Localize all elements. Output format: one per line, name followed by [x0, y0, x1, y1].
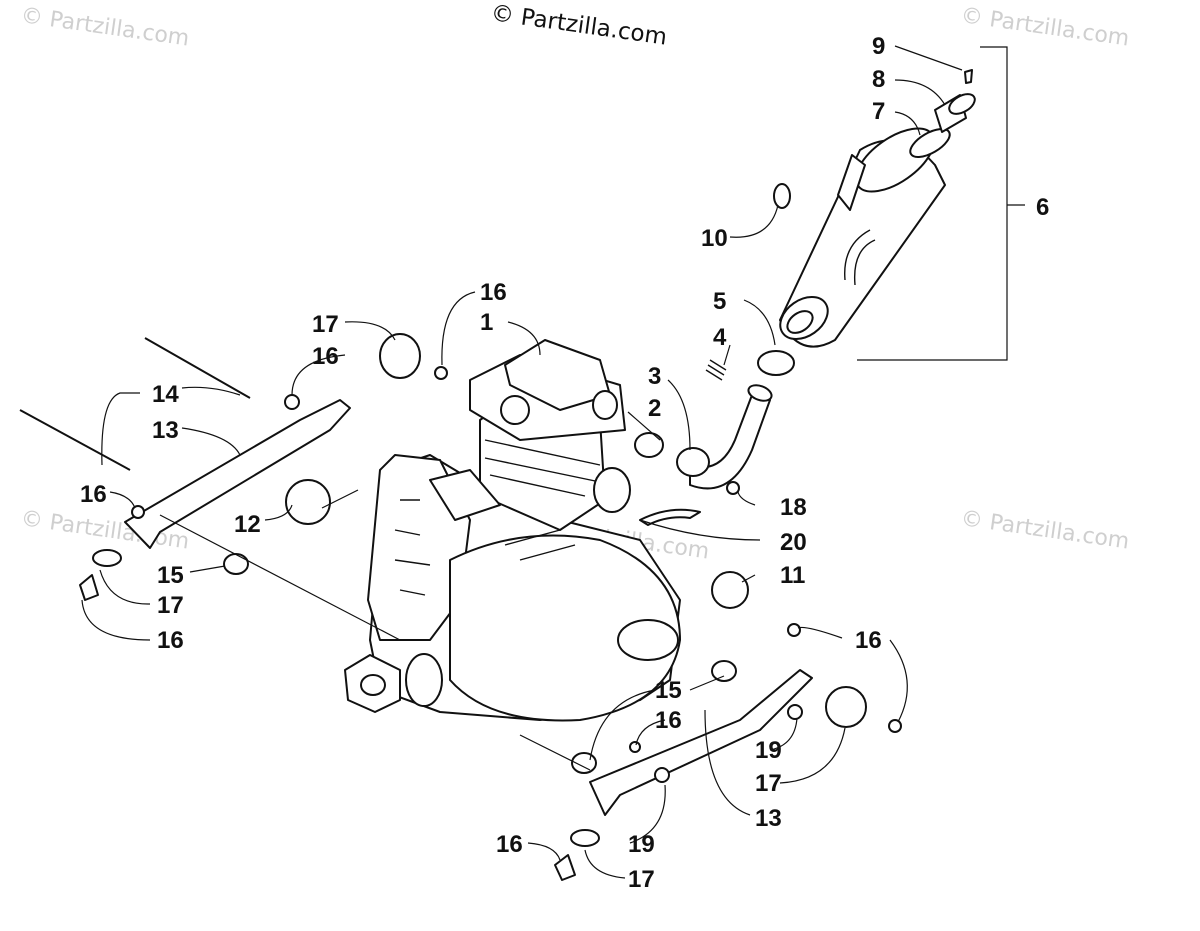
callout-13-right: 13: [755, 805, 782, 832]
nut-16-right: [888, 719, 902, 733]
watermark: © Partzilla.com: [959, 506, 1131, 554]
heat-shield-20: [639, 508, 701, 526]
nut-16-left: [284, 394, 300, 410]
callout-16-right: 16: [855, 627, 882, 654]
nut-16-lower: [131, 505, 145, 519]
callout-20: 20: [780, 529, 807, 556]
leader-lines: [81, 45, 963, 879]
washer-17-top: [379, 333, 421, 379]
callout-16-upper-left: 16: [312, 343, 339, 370]
engine-assembly: [344, 339, 681, 722]
grommet-10: [773, 183, 791, 209]
axis-line-right: [519, 734, 591, 771]
bolt-14a: [144, 337, 251, 399]
spring-4: [705, 359, 727, 381]
group-6-bracket: [857, 46, 1025, 361]
callout-17-right: 17: [755, 770, 782, 797]
callout-5: 5: [713, 288, 726, 315]
callout-14: 14: [152, 381, 179, 408]
seal-11: [711, 571, 749, 609]
copyright-text: © Partzilla.com: [489, 0, 668, 50]
callout-3: 3: [648, 363, 661, 390]
callout-16-mid: 16: [655, 707, 682, 734]
washer-17-right: [825, 686, 867, 728]
mount-17-lower: [570, 829, 600, 847]
callout-12: 12: [234, 511, 261, 538]
callout-19-lower: 19: [628, 831, 655, 858]
exhaust-seal-5: [757, 350, 795, 376]
callout-8: 8: [872, 66, 885, 93]
callout-16-bottom: 16: [496, 831, 523, 858]
bolt-16-lower: [554, 854, 576, 881]
bracket-13-left: [124, 399, 351, 549]
exhaust-pipe: [676, 384, 773, 490]
gasket-2: [634, 432, 664, 458]
callout-13-left: 13: [152, 417, 179, 444]
bracket-13-right: [589, 669, 813, 816]
watermark: © Partzilla.com: [959, 3, 1131, 51]
nut-16-mid: [629, 741, 641, 753]
callout-2: 2: [648, 395, 661, 422]
mount-17-left: [92, 549, 122, 567]
callout-9: 9: [872, 33, 885, 60]
spacer-15-right: [711, 660, 737, 682]
spacer-15-left: [223, 553, 249, 575]
callout-10: 10: [701, 225, 728, 252]
callout-17-top: 17: [312, 311, 339, 338]
callout-16-top: 16: [480, 279, 507, 306]
callout-layer: 1 2 3 4 5 6 7 8 9 10 11 12 13 13 14 15 1…: [80, 33, 1049, 893]
callout-16-lower-left: 16: [157, 627, 184, 654]
bolt-16-left: [79, 574, 99, 601]
callout-4: 4: [713, 324, 727, 351]
callout-17-bottom: 17: [628, 866, 655, 893]
seal-12: [285, 479, 331, 525]
callout-18: 18: [780, 494, 807, 521]
nut-16-right-top: [787, 623, 801, 637]
spark-arrestor: [909, 69, 976, 158]
callout-7: 7: [872, 98, 885, 125]
callout-19-right: 19: [755, 737, 782, 764]
axis-line-left: [159, 514, 401, 641]
bolt-14b: [19, 409, 131, 471]
callout-15-right: 15: [655, 677, 682, 704]
callout-17-left: 17: [157, 592, 184, 619]
bolt-18: [726, 481, 740, 495]
callout-16-left: 16: [80, 481, 107, 508]
callout-11: 11: [780, 562, 805, 589]
callout-6: 6: [1036, 194, 1049, 221]
nut-16-top: [434, 366, 448, 380]
watermark: © Partzilla.com: [19, 3, 191, 51]
nut-19-right: [787, 704, 803, 720]
callout-1: 1: [480, 309, 493, 336]
nut-19-lower: [654, 767, 670, 783]
callout-15-left: 15: [157, 562, 184, 589]
